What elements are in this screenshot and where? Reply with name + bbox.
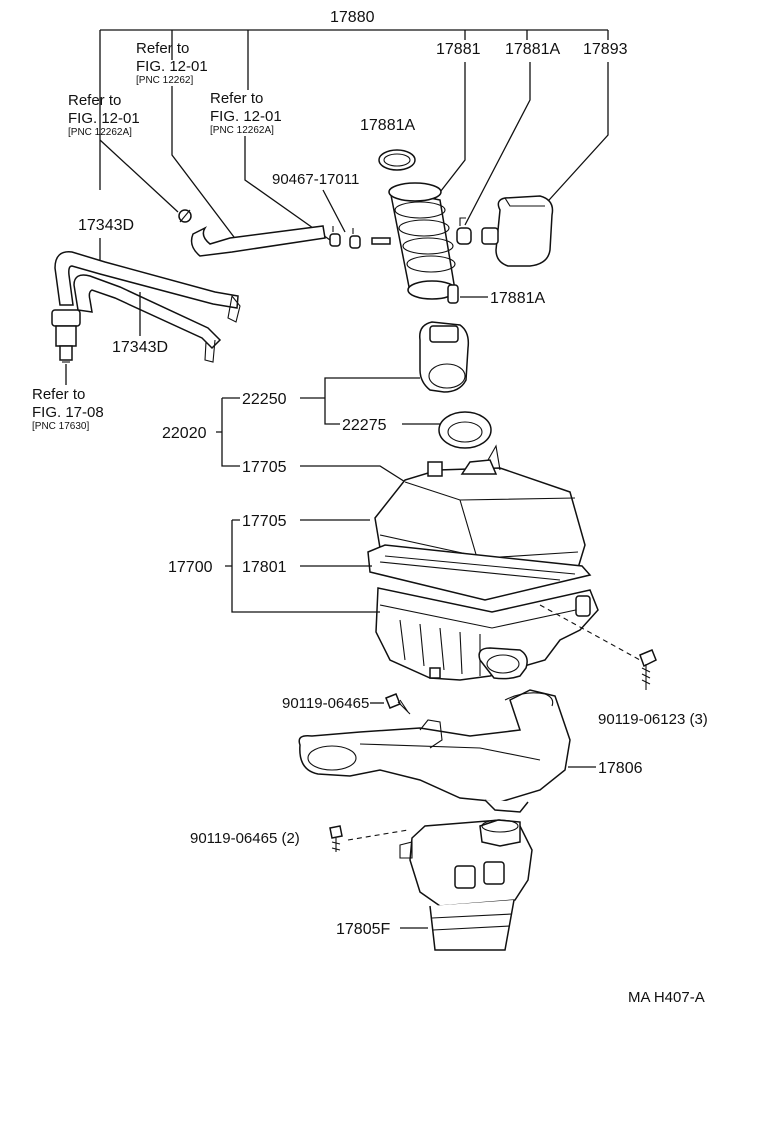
leader-17881: [429, 62, 466, 206]
ref-4-line1: Refer to: [32, 386, 85, 403]
label-22250: 22250: [242, 391, 287, 408]
label-17806: 17806: [598, 760, 643, 777]
clamp-17881A: [378, 149, 416, 171]
label-17881A-clamp: 17881A: [360, 117, 415, 134]
ref-2-line2: FIG. 12-01: [68, 110, 140, 127]
leader-ref-1: [171, 86, 241, 246]
bolt-90119-06123: [639, 649, 657, 690]
label-22020: 22020: [162, 425, 207, 442]
vacuum-hoses-17343D: [54, 251, 241, 363]
ref-block-4: Refer to FIG. 17-08 [PNC 17630]: [32, 386, 104, 432]
bracket-17700: [225, 519, 380, 613]
label-17881A-top: 17881A: [505, 41, 560, 58]
bolt-90119-06465: [385, 693, 411, 715]
ref-block-1: Refer to FIG. 12-01 [PNC 12262]: [136, 40, 208, 86]
ref-block-2: Refer to FIG. 12-01 [PNC 12262A]: [68, 92, 140, 138]
resonator-17893: [481, 195, 554, 267]
label-90467-17011: 90467-17011: [272, 171, 359, 188]
ref-1-line2: FIG. 12-01: [136, 58, 208, 75]
leader-17893: [539, 62, 609, 211]
label-17343D-bot: 17343D: [112, 339, 168, 356]
leader-ref-3: [244, 136, 331, 241]
ref-3-line3: [PNC 12262A]: [210, 125, 274, 136]
label-17893: 17893: [583, 41, 628, 58]
label-17881: 17881: [436, 41, 481, 58]
vsv-valve: [51, 309, 81, 363]
ref-2-line1: Refer to: [68, 92, 121, 109]
breather-hose: [190, 225, 326, 257]
leader-17705-a: [300, 465, 411, 486]
intake-duct-17806: [298, 689, 571, 813]
air-flow-meter-22250: [419, 321, 470, 393]
clamp-17881A-right: [456, 217, 472, 245]
leader-90467: [322, 189, 346, 233]
label-22275: 22275: [342, 417, 387, 434]
bracket-17880: [99, 29, 609, 190]
ref-4-line3: [PNC 17630]: [32, 421, 89, 432]
ref-4-line2: FIG. 17-08: [32, 404, 104, 421]
label-17700: 17700: [168, 559, 213, 576]
leader-ref-2: [99, 139, 179, 213]
ref-1-line1: Refer to: [136, 40, 189, 57]
air-inlet-17805F: [399, 819, 533, 951]
ref-2-line3: [PNC 12262A]: [68, 127, 132, 138]
gasket-22275: [438, 411, 492, 449]
label-90119-06465-2: 90119-06465 (2): [190, 830, 300, 847]
small-clamp-left: [178, 209, 192, 223]
label-17705-b: 17705: [242, 513, 287, 530]
dash-90119-06123: [539, 604, 641, 661]
label-90119-06123: 90119-06123 (3): [598, 711, 708, 728]
ref-3-line1: Refer to: [210, 90, 263, 107]
leader-17881A-top: [464, 62, 531, 226]
label-17880: 17880: [330, 9, 375, 26]
ref-block-3: Refer to FIG. 12-01 [PNC 12262A]: [210, 90, 282, 136]
air-cleaner-case: [375, 587, 599, 681]
filter-element-17801: [367, 544, 592, 601]
dash-90119-06465-2: [347, 829, 409, 841]
clamp-17881A-lower: [447, 284, 459, 304]
diagram-code: MA H407-A: [628, 989, 705, 1006]
label-17705-a: 17705: [242, 459, 287, 476]
label-17343D-top: 17343D: [78, 217, 134, 234]
label-17801: 17801: [242, 559, 287, 576]
hose-clamps: [329, 226, 361, 249]
label-17881A-lower: 17881A: [490, 290, 545, 307]
ref-1-line3: [PNC 12262]: [136, 75, 193, 86]
ref-3-line2: FIG. 12-01: [210, 108, 282, 125]
intake-hose-17881: [371, 182, 457, 300]
air-cleaner-cap: [374, 444, 586, 573]
bracket-22020: [216, 377, 420, 467]
bolt-90119-06465-2: [329, 825, 343, 852]
label-90119-06465: 90119-06465: [282, 695, 369, 712]
label-17805F: 17805F: [336, 921, 390, 938]
